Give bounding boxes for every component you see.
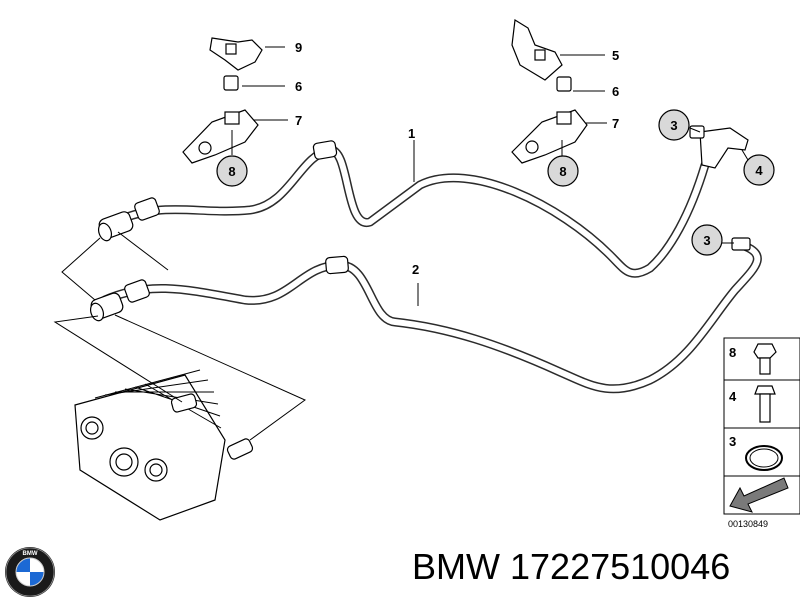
bmw-roundel-icon: BMW (5, 547, 55, 597)
assembly-lines (53, 231, 306, 441)
o-ring-icon (745, 445, 783, 471)
legend-item-3: 3 (729, 434, 783, 471)
circled-callout-8-right: 8 (547, 155, 579, 187)
collar-bolt-icon (753, 343, 777, 375)
upper-hose-connector (97, 197, 160, 242)
circled-callout-3-top: 3 (658, 109, 690, 141)
lower-right-fitting (731, 237, 751, 251)
svg-text:3: 3 (670, 118, 677, 133)
svg-text:3: 3 (729, 434, 736, 449)
svg-text:8: 8 (228, 164, 235, 179)
svg-text:4: 4 (755, 163, 763, 178)
hex-bolt-icon (754, 385, 776, 423)
footer-title: BMW 17227510046 (412, 546, 730, 588)
nut-6-left (223, 75, 239, 91)
right-fitting (689, 125, 749, 169)
upper-hose-sleeve (312, 140, 338, 160)
hose-1 (110, 145, 710, 278)
callout-9: 9 (295, 40, 302, 55)
arrow-icon (729, 477, 789, 513)
nut-6-right (556, 76, 572, 92)
legend-box: 8 4 3 00130849 (723, 337, 800, 529)
circled-callout-4: 4 (743, 154, 775, 186)
callout-2: 2 (412, 262, 419, 277)
callout-6-left: 6 (295, 79, 302, 94)
brand-name: BMW (412, 546, 500, 587)
oil-cooler (74, 369, 254, 521)
bracket-5 (511, 18, 563, 81)
logo-lettering: BMW (23, 551, 38, 557)
part-number: 17227510046 (510, 546, 731, 587)
svg-text:3: 3 (703, 233, 710, 248)
clip-7-right (511, 109, 588, 164)
callout-1: 1 (408, 126, 415, 141)
svg-text:4: 4 (729, 389, 737, 404)
legend-item-8: 8 (729, 343, 777, 375)
lower-hose-connector (89, 279, 150, 322)
clip-7-left (182, 109, 259, 164)
legend-item-4: 4 (729, 385, 776, 423)
lower-hose-sleeve (325, 255, 349, 275)
callout-7-right: 7 (612, 116, 619, 131)
callout-6-right: 6 (612, 84, 619, 99)
callout-5: 5 (612, 48, 619, 63)
svg-text:8: 8 (559, 164, 566, 179)
circled-callout-3-bottom: 3 (691, 224, 723, 256)
callout-7-left: 7 (295, 113, 302, 128)
hose-2 (100, 240, 762, 394)
diagram-ref-code: 00130849 (728, 519, 768, 529)
svg-text:8: 8 (729, 345, 736, 360)
bracket-9 (209, 37, 263, 71)
leader-lines (231, 46, 749, 306)
circled-callout-8-left: 8 (216, 155, 248, 187)
